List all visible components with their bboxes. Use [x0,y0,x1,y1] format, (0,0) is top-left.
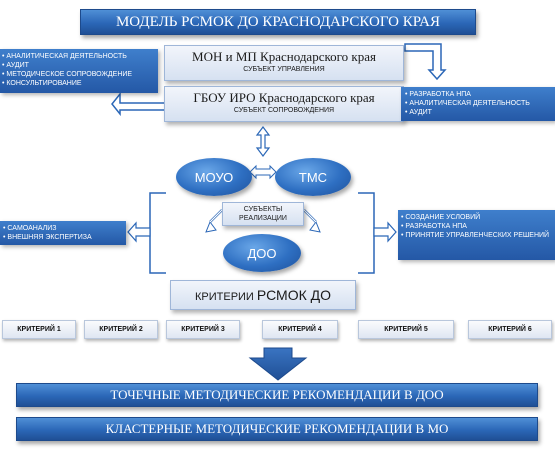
top-left-list-panel: АНАЛИТИЧЕСКАЯ ДЕЯТЕЛЬНОСТЬ АУДИТ МЕТОДИЧ… [0,49,158,93]
bottom-bar-cluster-recommendations: КЛАСТЕРНЫЕ МЕТОДИЧЕСКИЕ РЕКОМЕНДАЦИИ В М… [16,417,538,441]
list-item: РАЗРАБОТКА НПА [405,90,551,99]
tms-ellipse: ТМС [275,158,351,196]
list-item: САМОАНАЛИЗ [3,224,123,233]
mon-box-title: МОН и МП Краснодарского края [192,49,376,64]
criterion-label: КРИТЕРИЙ 1 [17,326,61,333]
elbow-arrow-left-icon [111,91,167,117]
elbow-arrow-right-icon [404,43,447,81]
criterion-5: КРИТЕРИЙ 5 [358,320,454,339]
list-item: ВНЕШНЯЯ ЭКСПЕРТИЗА [3,233,123,242]
list-item: СОЗДАНИЕ УСЛОВИЙ [401,213,552,222]
bottom-bar-1-label: ТОЧЕЧНЫЕ МЕТОДИЧЕСКИЕ РЕКОМЕНДАЦИИ В ДОО [110,387,444,402]
doo-label: ДОО [247,245,277,261]
list-item: АУДИТ [405,108,551,117]
criterion-4: КРИТЕРИЙ 4 [262,320,338,339]
mouo-label: МОУО [194,169,234,185]
gbou-box-subtitle: СУБЪЕКТ СОПРОВОЖДЕНИЯ [233,107,335,114]
list-item: АУДИТ [2,61,156,70]
criterion-label: КРИТЕРИЙ 2 [99,326,143,333]
mouo-ellipse: МОУО [176,158,252,196]
subjects-label-box: СУБЪЕКТЫ РЕАЛИЗАЦИИ [222,202,304,226]
arrow-mouo-doo-icon [205,220,217,233]
top-right-list-panel: РАЗРАБОТКА НПА АНАЛИТИЧЕСКАЯ ДЕЯТЕЛЬНОСТ… [401,87,555,121]
list-item: АНАЛИТИЧЕСКАЯ ДЕЯТЕЛЬНОСТЬ [405,99,551,108]
criterion-label: КРИТЕРИЙ 3 [181,326,225,333]
subjects-label-line2: РЕАЛИЗАЦИИ [239,215,287,222]
double-arrow-vertical-icon [255,126,271,157]
gbou-box-title: ГБОУ ИРО Краснодарского края [193,90,375,105]
criteria-title-box: КРИТЕРИИ РСМОК ДО [170,280,356,310]
model-title-bar: МОДЕЛЬ РСМОК ДО КРАСНОДАРСКОГО КРАЯ [80,9,476,35]
subjects-label-line1: СУБЪЕКТЫ [243,206,283,213]
criterion-label: КРИТЕРИЙ 6 [488,326,532,333]
mon-box-subtitle: СУБЪЕКТ УПРАВЛЕНИЯ [243,66,325,73]
list-item: РАЗРАБОТКА НПА [401,222,552,231]
mon-box: МОН и МП Краснодарского края СУБЪЕКТ УПР… [164,45,404,81]
right-bracket-icon [358,192,375,274]
criteria-title-main: РСМОК ДО [256,287,332,303]
tms-label: ТМС [298,169,328,185]
arrow-mouo-tms-icon [249,164,277,180]
model-title: МОДЕЛЬ РСМОК ДО КРАСНОДАРСКОГО КРАЯ [115,14,441,30]
bottom-bar-point-recommendations: ТОЧЕЧНЫЕ МЕТОДИЧЕСКИЕ РЕКОМЕНДАЦИИ В ДОО [16,383,538,407]
bottom-bar-2-label: КЛАСТЕРНЫЕ МЕТОДИЧЕСКИЕ РЕКОМЕНДАЦИИ В М… [105,421,449,436]
criterion-2: КРИТЕРИЙ 2 [84,320,158,339]
mid-right-list-panel: СОЗДАНИЕ УСЛОВИЙ РАЗРАБОТКА НПА ПРИНЯТИЕ… [398,210,555,260]
list-item: ПРИНЯТИЕ УПРАВЛЕНЧЕСКИХ РЕШЕНИЙ [401,231,552,240]
criterion-label: КРИТЕРИЙ 5 [384,326,428,333]
big-down-arrow-icon [248,347,308,381]
criterion-6: КРИТЕРИЙ 6 [468,320,552,339]
gbou-box: ГБОУ ИРО Краснодарского края СУБЪЕКТ СОП… [164,86,404,122]
criterion-3: КРИТЕРИЙ 3 [166,320,240,339]
criterion-label: КРИТЕРИЙ 4 [278,326,322,333]
list-item: АНАЛИТИЧЕСКАЯ ДЕЯТЕЛЬНОСТЬ [2,52,156,61]
left-bracket-icon [149,192,166,274]
criterion-1: КРИТЕРИЙ 1 [2,320,76,339]
list-item: МЕТОДИЧЕСКОЕ СОПРОВОЖДЕНИЕ [2,70,156,79]
doo-ellipse: ДОО [223,234,301,272]
criteria-title-prefix: КРИТЕРИИ [194,291,257,303]
list-item: КОНСУЛЬТИРОВАНИЕ [2,79,156,88]
mid-left-list-panel: САМОАНАЛИЗ ВНЕШНЯЯ ЭКСПЕРТИЗА [0,221,126,245]
arrow-tms-doo-icon [309,220,321,233]
